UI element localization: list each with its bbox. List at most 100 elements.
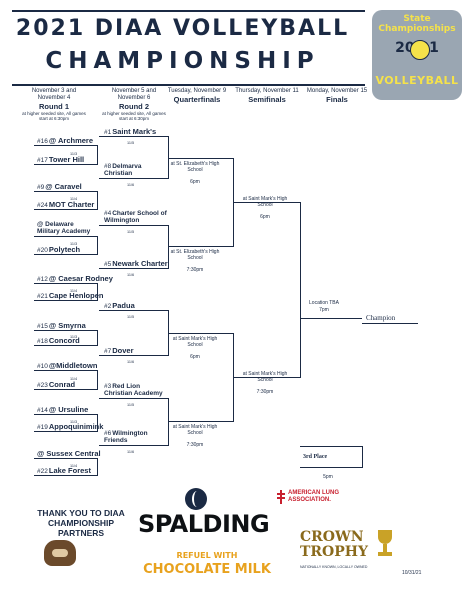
round1-team: #23Conrad [37,380,75,389]
round1-line [34,389,97,390]
round1-team: @ Sussex Central [37,449,101,458]
bulldog-mascot-logo [44,540,76,566]
team-seed: #18 [37,338,48,345]
team-name: Concord [48,336,80,345]
semifinal-venue: at Saint Mark's High School [242,371,288,383]
round1-team: #18Concord [37,336,80,345]
round2-date: 11/5 [127,141,135,145]
team-seed: #14 [37,407,48,414]
round1-line [34,414,97,415]
column-round: Round 1 [39,102,69,111]
semifinal-venue: at Saint Mark's High School [242,196,288,208]
team-name: MOT Charter [48,200,95,209]
crown-trophy-tagline: NATIONALLY KNOWN, LOCALLY OWNED [300,565,368,569]
round1-line [34,254,97,255]
round2-line [99,310,168,311]
round1-connector [97,236,98,255]
column-note: at higher seeded site, All games start a… [22,111,86,121]
round2-connector [168,398,169,446]
quarterfinal-time: 7:30pm [186,442,204,448]
round2-team: #1Saint Mark's [104,127,156,136]
team-name: @ Caravel [45,182,82,191]
team-name: Wilmington Friends [104,430,148,444]
column-date: Tuesday, November 9 [167,88,227,94]
team-seed: #2 [104,303,112,310]
third-place-line [300,467,362,468]
team-seed: #17 [37,157,48,164]
quarterfinal-venue: at Saint Mark's High School [172,424,218,436]
round1-date: 11/3 [70,419,78,424]
column-note: at higher seeded site, All games start a… [102,111,166,121]
round2-line [99,268,168,269]
round1-team: #17Tower Hill [37,155,84,164]
quarterfinal-time: 7:30pm [186,267,204,273]
team-name: Cape Henlopen [48,291,104,300]
diaa-logo: State Championships 20 21 VOLLEYBALL [372,10,462,100]
final-time: 7pm [319,307,329,313]
footer-date: 10/31/21 [402,570,422,576]
round2-connector [168,225,169,269]
round1-line [34,191,97,192]
quarterfinal-time: 6pm [190,354,200,360]
team-seed: #6 [104,430,112,437]
spalding-ball-icon [185,488,207,510]
lung-association-logo: AMERICAN LUNG ASSOCIATION. [288,490,339,503]
team-seed: #8 [104,163,112,170]
team-name: @Middletown [48,361,98,370]
column-date: November 3 and November 4 [31,88,77,101]
semifinal-line [233,377,300,378]
column-date: Thursday, November 11 [235,88,299,94]
title-line-2: CHAMPIONSHIP [45,48,320,74]
round1-team: #24MOT Charter [37,200,94,209]
team-name: Lake Forest [48,466,91,475]
quarterfinal-line [168,421,233,422]
trophy-icon [378,530,392,544]
round1-team: #14@ Ursuline [37,405,88,414]
round1-team: @ Delaware Military Academy [37,221,95,235]
round2-date: 11/5 [127,315,135,319]
round2-team: #6Wilmington Friends [104,430,168,444]
team-seed: #15 [37,323,48,330]
round1-connector [97,330,98,346]
round1-line [34,236,97,237]
round1-line [34,370,97,371]
team-name: Padua [112,301,135,310]
semifinal-line [233,202,300,203]
round1-date: 11/4 [70,288,78,293]
round1-date: 11/3 [70,242,78,246]
round1-team: #12@ Caesar Rodney [37,274,113,283]
title-line-1: 2021 DIAA VOLLEYBALL [15,16,350,41]
team-name: @ Archmere [48,136,93,145]
column-round: Round 2 [119,102,149,111]
column-round: Semifinals [248,95,286,104]
quarterfinal-venue: at St. Elizabeth's High School [170,249,220,261]
round1-line [34,283,97,284]
team-name: @ Sussex Central [37,449,101,458]
round2-team: #3Red Lion Christian Academy [104,383,168,397]
quarterfinal-line [168,333,233,334]
round1-line [34,345,97,346]
crown-trophy-logo: CROWN TROPHY [300,529,368,560]
lung-cross-icon [276,490,286,504]
round2-team: #7Dover [104,346,134,355]
team-seed: #16 [37,138,48,145]
logo-word: VOLLEYBALL [375,74,459,87]
column-date: Monday, November 15 [306,88,368,94]
quarterfinal-venue: at St. Elizabeth's High School [170,161,220,173]
round1-line [34,164,97,165]
team-name: @ Caesar Rodney [48,274,113,283]
round1-line [34,431,97,432]
team-name: @ Smyrna [48,321,86,330]
round1-date: 11/4 [70,197,78,201]
round2-date: 11/5 [127,230,135,234]
round1-line [34,330,97,331]
round2-date: 11/5 [127,403,135,407]
round1-team: #20Polytech [37,245,80,254]
third-place-connector [362,446,363,468]
team-name: Conrad [48,380,76,389]
column-date: November 5 and November 6 [111,88,157,101]
round1-connector [97,458,98,476]
round1-line [34,145,97,146]
